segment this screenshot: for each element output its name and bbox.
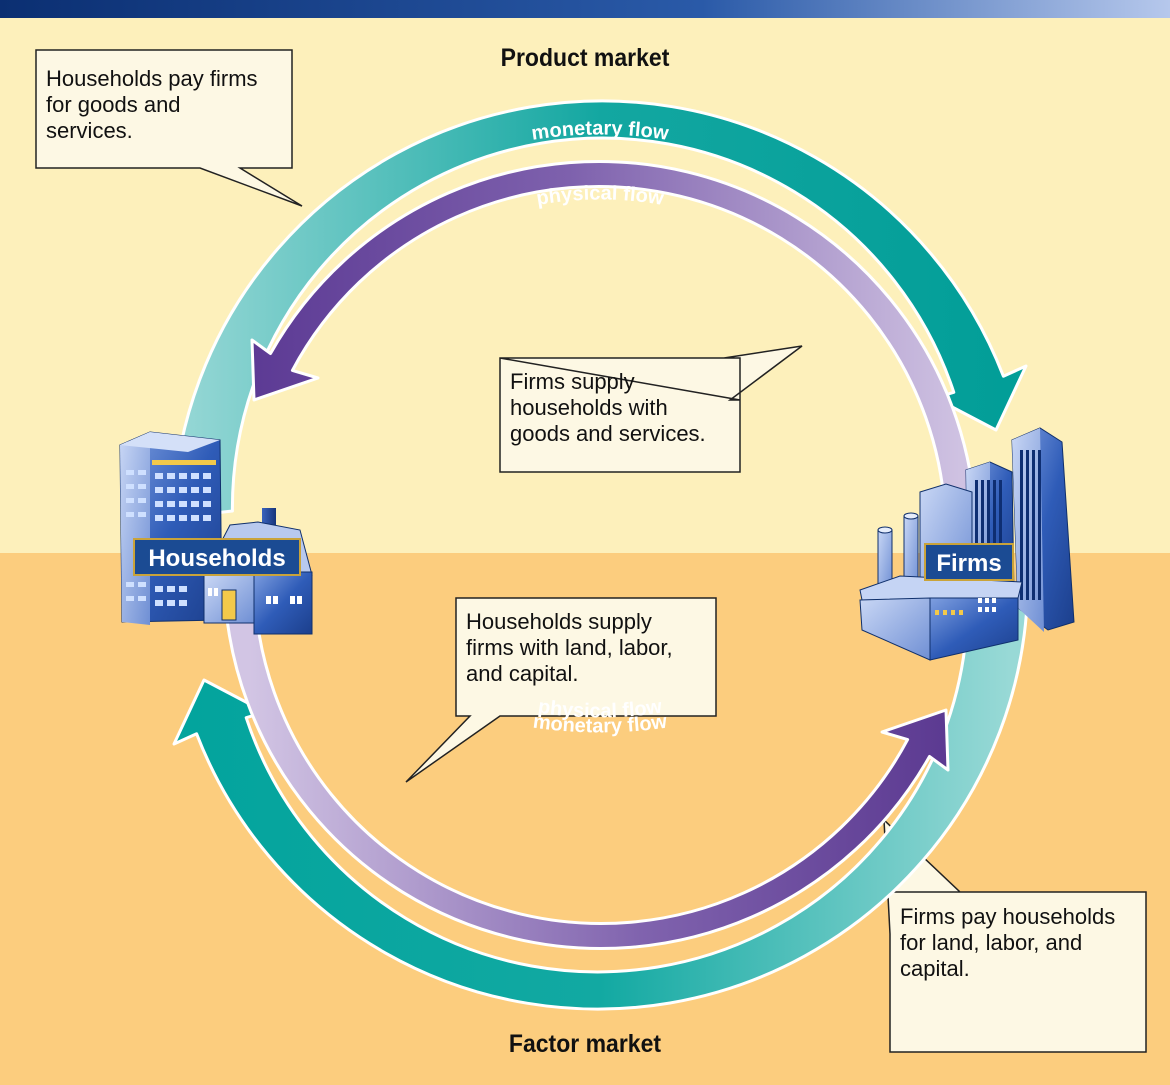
callout-firms-pay: [883, 818, 1147, 1053]
header-strip: [0, 0, 1170, 18]
callout-households-pay: [35, 49, 303, 207]
monetary-flow-label-top: monetary flow: [530, 117, 670, 144]
physical-flow-label-top: physical flow: [535, 182, 666, 210]
callout-households-supply-text: Households supply firms with land, labor…: [466, 609, 673, 686]
monetary-flow-arrow-bottom: [172, 590, 1030, 1011]
callout-firms-supply: [499, 345, 803, 473]
callout-firms-pay-text: Firms pay households for land, labor, an…: [900, 904, 1116, 981]
physical-flow-arrow-top: [250, 159, 978, 528]
callout-firms-supply-text: Firms supply households with goods and s…: [510, 369, 706, 446]
monetary-flow-arrow-top: [170, 99, 1028, 520]
factory-icon: [859, 512, 1023, 661]
product-market-title: Product market: [500, 44, 670, 72]
firms-label: Firms: [924, 543, 1014, 581]
physical-flow-arrow-bottom: [222, 582, 950, 951]
callout-households-pay-text: Households pay firms for goods and servi…: [46, 66, 258, 143]
households-label: Households: [133, 538, 301, 576]
factor-market-title: Factor market: [508, 1030, 662, 1058]
callout-households-supply: [405, 597, 717, 783]
